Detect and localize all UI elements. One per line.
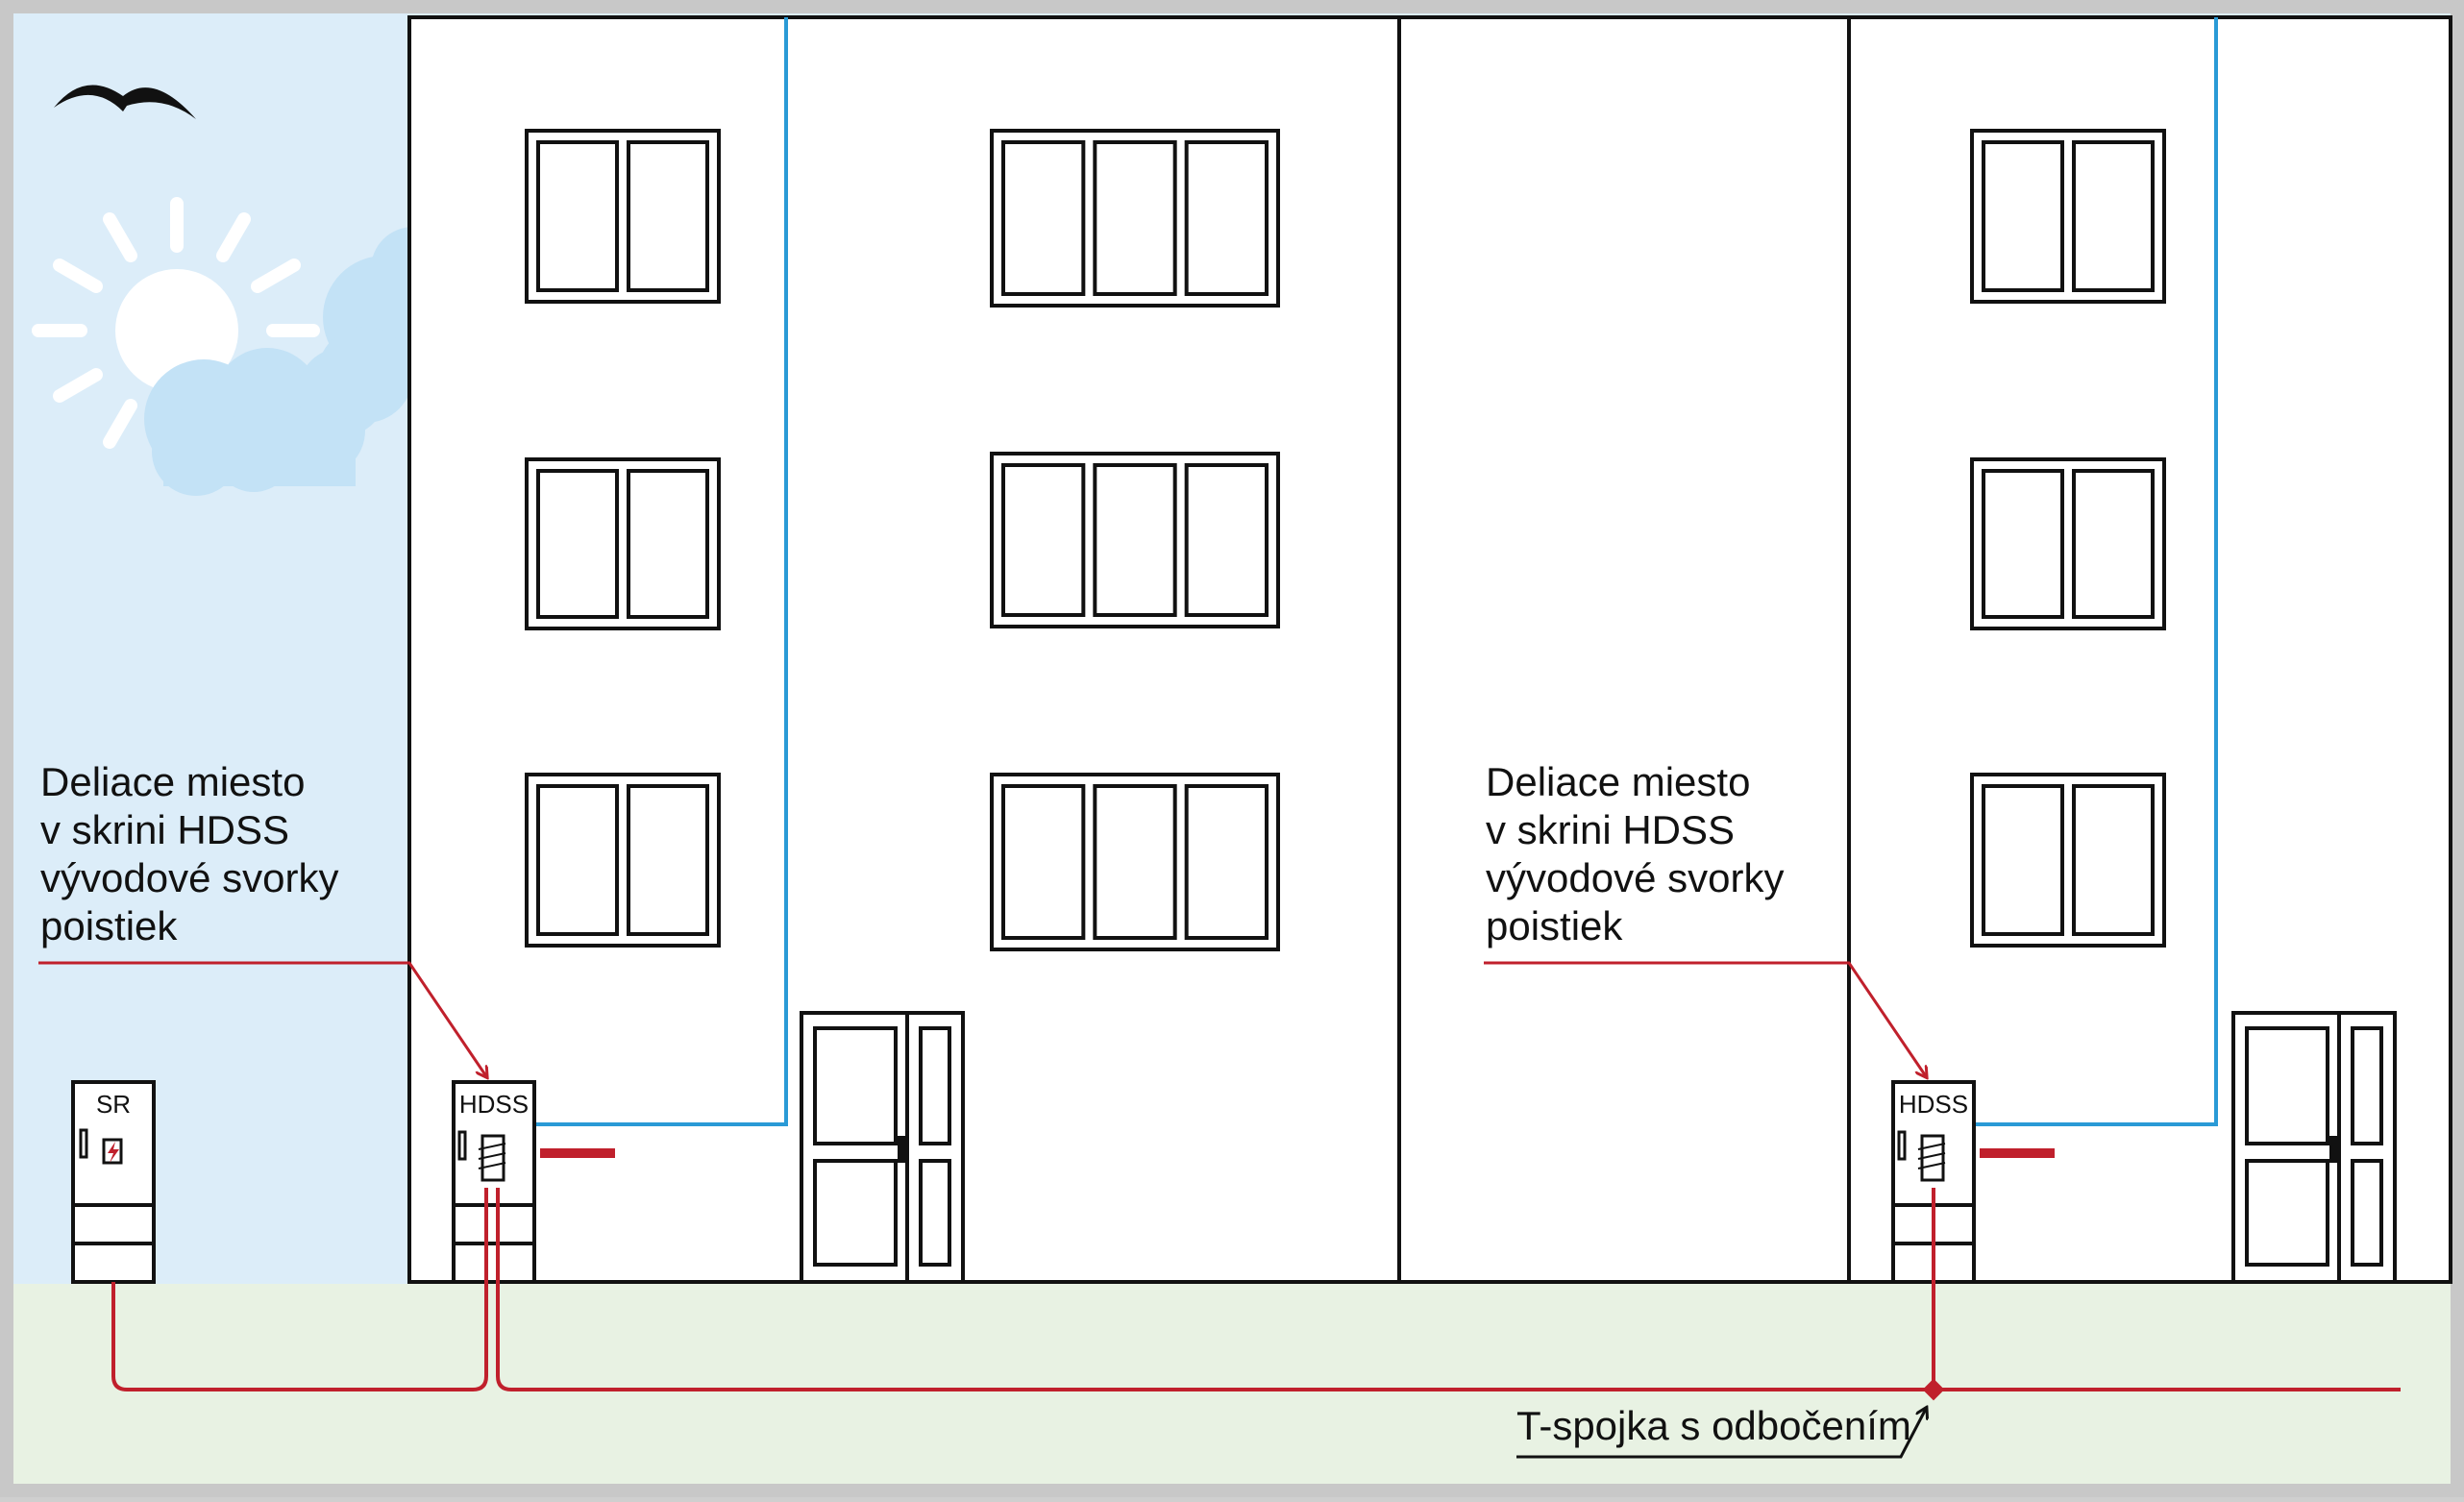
hdss-label-left: HDSS	[459, 1090, 529, 1119]
hdss-cabinet-left: HDSS	[452, 1080, 536, 1284]
sr-cabinet: SR	[71, 1080, 156, 1284]
window	[525, 457, 721, 630]
callout-left: Deliace miesto v skrini HDSS vývodové sv…	[38, 759, 486, 1076]
door-left	[800, 1011, 965, 1284]
bird-icon	[54, 85, 196, 119]
callout-left-leader	[38, 961, 486, 1076]
fuse-icon	[478, 1143, 506, 1170]
window	[1970, 129, 2166, 304]
window	[1970, 457, 2166, 630]
hdss-label-right: HDSS	[1899, 1090, 1968, 1119]
callout-right-leader	[1484, 961, 1926, 1076]
callout-left-line-4: poistiek	[40, 903, 178, 948]
window	[990, 452, 1280, 628]
callout-right-line-2: v skrini HDSS	[1486, 807, 1735, 852]
window	[525, 129, 721, 304]
t-junction-node	[1922, 1378, 1945, 1401]
fuse-icon	[1917, 1143, 1946, 1170]
ground	[13, 1284, 2451, 1484]
red-cable-sr-to-hdss	[111, 1188, 488, 1391]
callout-right-line-3: vývodové svorky	[1486, 855, 1784, 900]
blue-cable-left	[519, 17, 788, 1126]
window	[990, 773, 1280, 951]
callout-left-line-1: Deliace miesto	[40, 759, 305, 804]
t-junction-callout: T-spojka s odbočením	[1516, 1403, 1926, 1459]
blue-cable-right	[1974, 17, 2218, 1126]
red-cable-main	[496, 1188, 2401, 1391]
window	[990, 129, 1280, 308]
callout-left-line-2: v skrini HDSS	[40, 807, 289, 852]
callout-right-line-4: poistiek	[1486, 903, 1623, 948]
callout-left-line-3: vývodové svorky	[40, 855, 338, 900]
t-junction-label: T-spojka s odbočením	[1516, 1403, 1911, 1448]
door-right	[2231, 1011, 2397, 1284]
callout-right-line-1: Deliace miesto	[1486, 759, 1750, 804]
t-junction-leader	[1516, 1409, 1926, 1459]
window	[1970, 773, 2166, 948]
callout-right: Deliace miesto v skrini HDSS vývodové sv…	[1484, 759, 1926, 1076]
windows-group	[525, 129, 2166, 951]
window	[525, 773, 721, 948]
building-middle	[1397, 15, 1851, 1284]
lightning-icon	[108, 1142, 119, 1163]
sr-label: SR	[96, 1090, 131, 1119]
